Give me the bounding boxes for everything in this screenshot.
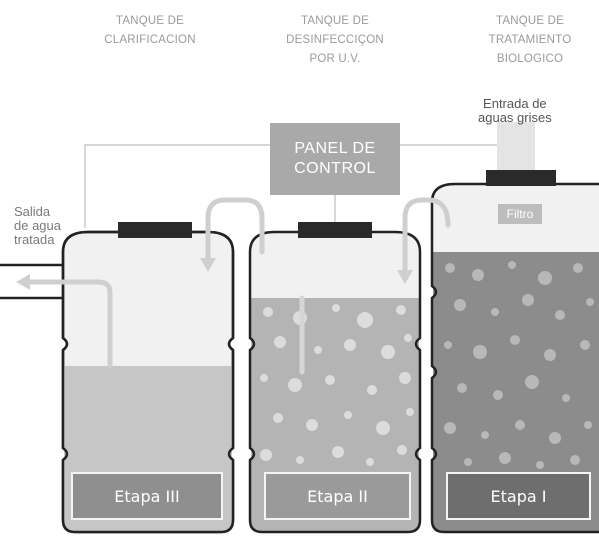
flow-arrows — [27, 197, 451, 375]
tank-lid — [486, 170, 556, 186]
tank-biologico — [430, 170, 599, 534]
stage-label-2: Etapa II — [264, 472, 411, 520]
inlet-label: Entrada de aguas grises — [478, 96, 552, 125]
tank-title-desinfeccion: TANQUE DE DESINFECCIÇON POR U.V. — [286, 15, 384, 65]
filter-box — [498, 204, 542, 224]
stage-label-1: Etapa I — [446, 472, 591, 520]
control-panel: PANEL DE CONTROL — [270, 123, 400, 195]
bubbles — [260, 304, 414, 466]
outlet-pipe — [0, 263, 62, 300]
tank-lid — [118, 222, 192, 238]
arrow-heads — [16, 258, 413, 290]
bubbles — [444, 261, 594, 469]
tank-lid — [298, 222, 372, 238]
stage-label-3: Etapa III — [71, 472, 223, 520]
tank-title-biologico: TANQUE DE TRATAMIENTO BIOLOGICO — [488, 15, 572, 65]
outlet-label: Salida de agua tratada — [14, 204, 61, 247]
tank-title-clarificacion: TANQUE DE CLARIFICACION — [104, 15, 196, 46]
filter-label: Filtro — [506, 207, 534, 221]
